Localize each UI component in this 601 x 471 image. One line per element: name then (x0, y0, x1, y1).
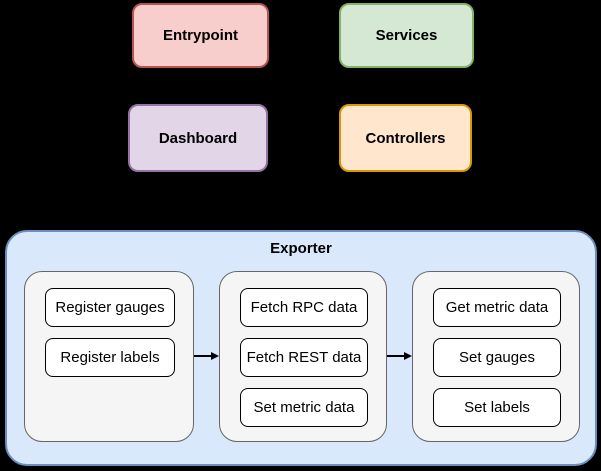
group-set: Get metric data Set gauges Set labels (412, 271, 580, 442)
step-get-metric-data: Get metric data (433, 288, 561, 327)
arrow-registration-to-fetch (194, 349, 219, 363)
step-fetch-rpc-data-label: Fetch RPC data (250, 299, 358, 316)
group-registration: Register gauges Register labels (24, 271, 194, 442)
step-register-labels: Register labels (45, 338, 175, 377)
step-get-metric-data-label: Get metric data (445, 299, 549, 316)
step-set-metric-data-label: Set metric data (253, 399, 355, 416)
exporter-container: Exporter Register gauges Register labels… (5, 230, 597, 466)
arrow-head-icon (404, 352, 412, 360)
arrow-shaft (387, 355, 404, 357)
step-set-labels-label: Set labels (464, 399, 530, 416)
node-entrypoint: Entrypoint (132, 3, 269, 68)
node-dashboard-label: Dashboard (158, 129, 238, 147)
node-services-label: Services (375, 27, 438, 44)
node-services: Services (339, 3, 474, 68)
node-controllers-label: Controllers (365, 129, 446, 147)
exporter-title: Exporter (270, 240, 332, 257)
node-entrypoint-label: Entrypoint (163, 27, 238, 44)
step-set-gauges-label: Set gauges (459, 349, 535, 366)
step-fetch-rest-data: Fetch REST data (240, 338, 368, 377)
step-set-labels: Set labels (433, 388, 561, 427)
step-register-gauges: Register gauges (45, 288, 175, 327)
group-fetch: Fetch RPC data Fetch REST data Set metri… (219, 271, 387, 442)
node-controllers: Controllers (339, 104, 472, 172)
arrow-shaft (194, 355, 211, 357)
step-set-metric-data: Set metric data (240, 388, 368, 427)
node-dashboard: Dashboard (128, 104, 268, 172)
step-register-labels-label: Register labels (60, 349, 160, 366)
step-register-gauges-label: Register gauges (55, 299, 165, 316)
arrow-fetch-to-set (387, 349, 412, 363)
step-set-gauges: Set gauges (433, 338, 561, 377)
step-fetch-rest-data-label: Fetch REST data (246, 349, 362, 366)
step-fetch-rpc-data: Fetch RPC data (240, 288, 368, 327)
arrow-head-icon (211, 352, 219, 360)
